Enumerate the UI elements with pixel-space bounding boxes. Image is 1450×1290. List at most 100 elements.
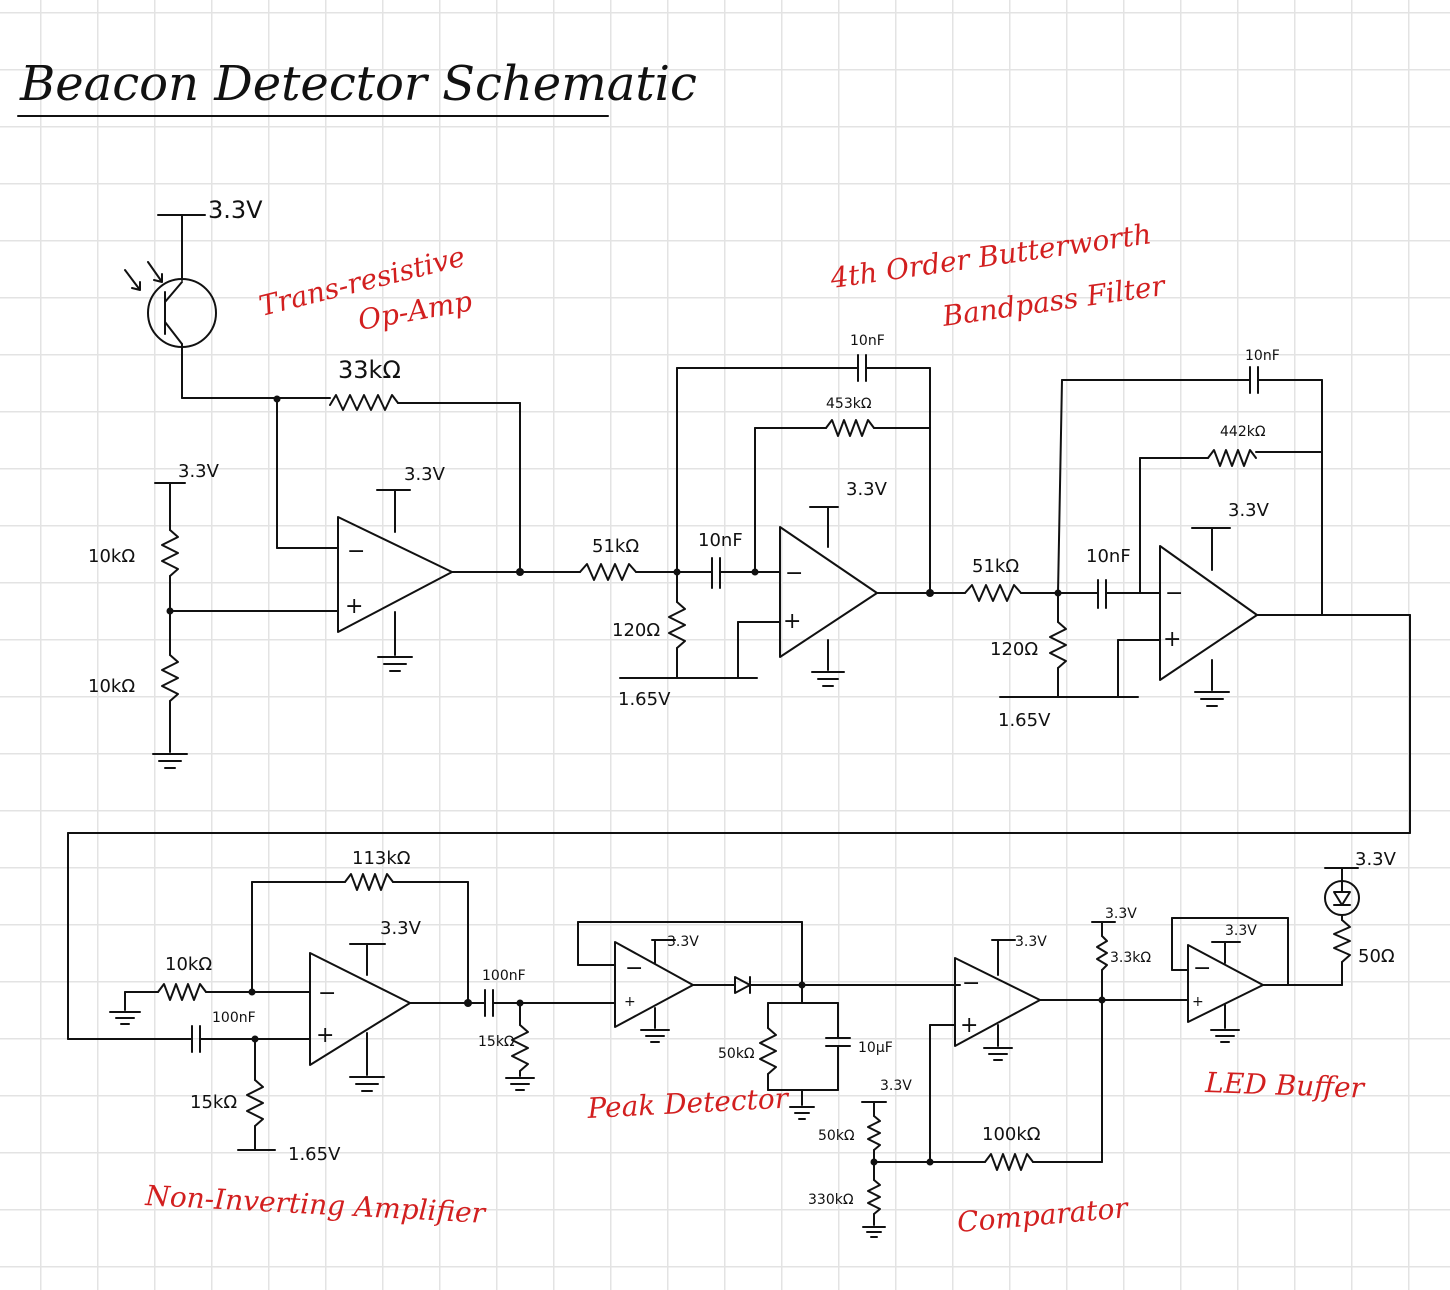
resistor-50k-peak bbox=[759, 1027, 777, 1075]
ground-icon bbox=[811, 671, 845, 687]
resistor-50k-ref bbox=[867, 1115, 881, 1151]
label-r-pullup: 3.3kΩ bbox=[1110, 950, 1151, 966]
resistor-120-a bbox=[668, 601, 686, 649]
svg-text:+: + bbox=[624, 994, 636, 1010]
label-supply-opamp5: 3.3V bbox=[667, 934, 699, 950]
opamp-4 bbox=[309, 952, 411, 1066]
opamp-6 bbox=[954, 957, 1041, 1047]
svg-text:−: − bbox=[1165, 581, 1183, 606]
resistor-divider-bottom bbox=[161, 654, 179, 702]
label-supply-led: 3.3V bbox=[1355, 849, 1397, 870]
ground-icon bbox=[152, 753, 188, 769]
ground-icon bbox=[349, 1076, 385, 1092]
label-c-couple-5: 100nF bbox=[482, 968, 526, 984]
diode-icon bbox=[734, 976, 751, 994]
resistor-feedback-33k bbox=[329, 394, 399, 411]
label-supply-divider: 3.3V bbox=[178, 461, 220, 482]
label-supply-opamp7: 3.3V bbox=[1225, 923, 1257, 939]
section-label-non-inverting: Non-Inverting Amplifier bbox=[144, 1179, 488, 1230]
svg-text:+: + bbox=[345, 594, 363, 619]
label-supply-opamp3: 3.3V bbox=[1228, 500, 1270, 521]
ground-icon bbox=[789, 1106, 815, 1120]
label-r-peak: 50kΩ bbox=[718, 1046, 755, 1062]
schematic-title: Beacon Detector Schematic bbox=[19, 56, 697, 112]
stage-transresistive: 3.3V 33kΩ − + 3.3V 3.3V 10kΩ 10k bbox=[88, 196, 581, 769]
label-r-fb-3: 442kΩ bbox=[1220, 424, 1266, 440]
section-label-led-buffer: LED Buffer bbox=[1204, 1066, 1366, 1105]
label-r-couple-5: 15kΩ bbox=[478, 1034, 515, 1050]
label-r-led: 50Ω bbox=[1358, 946, 1395, 967]
label-r-fb-2: 453kΩ bbox=[826, 396, 872, 412]
resistor-120-b bbox=[1049, 621, 1067, 669]
label-c-in-2: 10nF bbox=[698, 530, 743, 551]
ground-icon bbox=[377, 656, 413, 672]
svg-text:−: − bbox=[962, 971, 980, 996]
stage-led-buffer: − + 3.3V 50Ω 3.3V LED Buffer bbox=[1171, 849, 1397, 1105]
svg-text:+: + bbox=[1192, 994, 1204, 1010]
section-label-bandpass: Bandpass Filter bbox=[939, 269, 1168, 333]
label-c-fb-2: 10nF bbox=[850, 333, 885, 349]
svg-text:+: + bbox=[783, 609, 801, 634]
opamp-3 bbox=[1159, 545, 1258, 681]
label-r-ref-top: 50kΩ bbox=[818, 1128, 855, 1144]
ground-icon bbox=[505, 1077, 535, 1091]
opamp-1 bbox=[337, 516, 453, 633]
section-label-peak-detector: Peak Detector bbox=[586, 1081, 791, 1125]
label-c-in-3: 10nF bbox=[1086, 546, 1131, 567]
resistor-442k bbox=[1207, 449, 1257, 467]
label-c-fb-3: 10nF bbox=[1245, 348, 1280, 364]
label-c-in-4: 100nF bbox=[212, 1010, 256, 1026]
label-r-shunt-2: 120Ω bbox=[612, 620, 660, 641]
opamp-5 bbox=[614, 941, 694, 1028]
label-supply-opamp6: 3.3V bbox=[1015, 934, 1047, 950]
label-supply-opamp2: 3.3V bbox=[846, 479, 888, 500]
svg-text:+: + bbox=[960, 1013, 978, 1038]
resistor-453k bbox=[825, 419, 875, 437]
svg-text:−: − bbox=[1193, 956, 1211, 981]
label-r-feedback-33k: 33kΩ bbox=[338, 356, 401, 384]
label-bias-2: 1.65V bbox=[618, 689, 671, 710]
stage-peak-detector: 100nF 15kΩ − + 3.3V 50kΩ bbox=[478, 921, 961, 1125]
phototransistor-icon bbox=[124, 214, 217, 399]
resistor-51k-b bbox=[964, 584, 1022, 602]
section-label-comparator: Comparator bbox=[956, 1191, 1131, 1239]
label-r-ref-bottom: 330kΩ bbox=[808, 1192, 854, 1208]
svg-text:−: − bbox=[347, 539, 365, 564]
stage-bandpass-2: 51kΩ 10nF 120Ω 1.65V 10nF 442kΩ − + bbox=[67, 348, 1411, 1040]
label-c-peak: 10μF bbox=[858, 1040, 893, 1056]
ground-icon bbox=[862, 1226, 886, 1238]
ground-icon bbox=[109, 1011, 141, 1025]
svg-text:−: − bbox=[625, 956, 643, 981]
label-r-div-bottom: 10kΩ bbox=[88, 676, 135, 697]
label-supply-opamp1: 3.3V bbox=[404, 464, 446, 485]
label-r-in-2: 51kΩ bbox=[592, 536, 639, 557]
resistor-51k-a bbox=[579, 563, 637, 581]
svg-text:−: − bbox=[318, 981, 336, 1006]
label-r-bias-4: 15kΩ bbox=[190, 1092, 237, 1113]
resistor-100k-hyst bbox=[984, 1153, 1034, 1171]
ground-icon bbox=[640, 1029, 670, 1043]
label-bias-3: 1.65V bbox=[998, 710, 1051, 731]
stage-bandpass-1: 51kΩ 10nF 120Ω 1.65V 10nF 453kΩ − bbox=[579, 217, 1168, 710]
label-supply-ref: 3.3V bbox=[880, 1078, 912, 1094]
label-r-fb-4: 113kΩ bbox=[352, 848, 411, 869]
resistor-10k-input bbox=[157, 983, 207, 1001]
label-r-in-4: 10kΩ bbox=[165, 954, 212, 975]
label-r-shunt-3: 120Ω bbox=[990, 639, 1038, 660]
resistor-divider-top bbox=[161, 529, 179, 577]
label-supply-pullup: 3.3V bbox=[1105, 906, 1137, 922]
label-r-in-3: 51kΩ bbox=[972, 556, 1019, 577]
label-supply-phototransistor: 3.3V bbox=[208, 196, 263, 224]
resistor-15k-couple bbox=[511, 1024, 529, 1072]
resistor-50-led bbox=[1333, 919, 1351, 963]
resistor-3k3-pullup bbox=[1096, 935, 1108, 971]
resistor-113k bbox=[344, 873, 394, 891]
ground-icon bbox=[983, 1047, 1013, 1061]
label-supply-opamp4: 3.3V bbox=[380, 918, 422, 939]
label-r-hyst: 100kΩ bbox=[982, 1124, 1041, 1145]
opamp-7 bbox=[1187, 944, 1264, 1023]
svg-text:−: − bbox=[785, 561, 803, 586]
resistor-15k-bias bbox=[246, 1079, 264, 1127]
